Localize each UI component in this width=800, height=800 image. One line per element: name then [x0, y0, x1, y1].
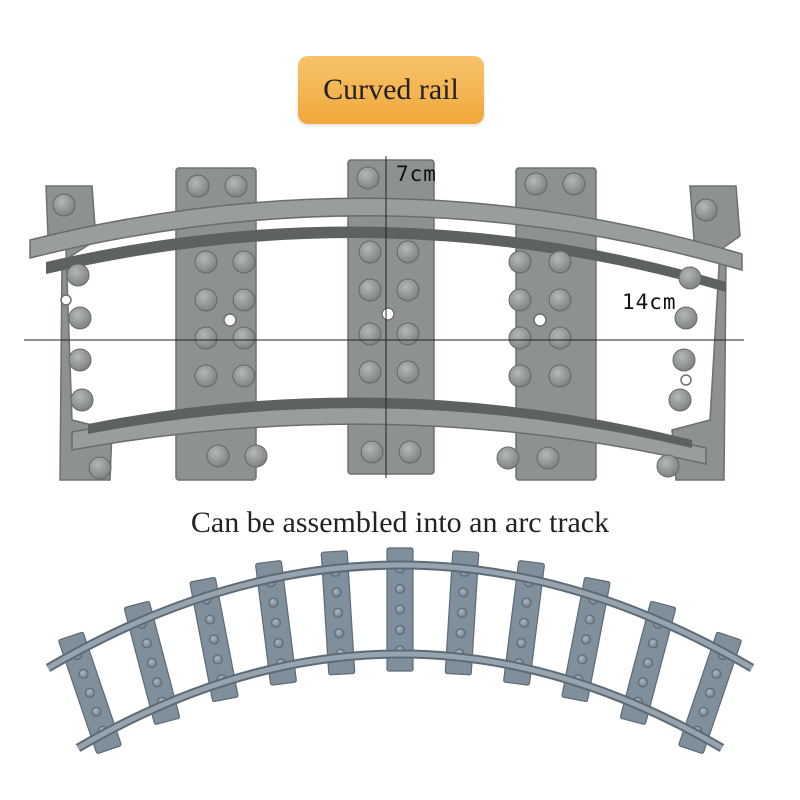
- arc-outer-rail-top: [46, 562, 754, 671]
- arc-track: [45, 547, 755, 754]
- arc-stud: [146, 657, 158, 668]
- dimension-lines: [24, 156, 744, 478]
- rail-pin-holes: [60, 294, 692, 386]
- arc-stud: [455, 628, 466, 639]
- top-rail-shadow: [46, 226, 726, 292]
- arc-stud: [711, 668, 722, 680]
- arc-stud: [273, 637, 284, 649]
- arc-stud: [268, 597, 279, 608]
- bottom-rail-shadow: [88, 397, 692, 448]
- arc-stud: [456, 607, 468, 618]
- height-dimension-label: 7cm: [396, 162, 437, 186]
- top-rail: [29, 197, 743, 271]
- arc-stud: [521, 597, 532, 608]
- arc-stud: [78, 668, 89, 680]
- arc-stud: [84, 687, 96, 698]
- arc-stud: [516, 637, 527, 649]
- arc-stud: [642, 657, 654, 668]
- arc-stud: [332, 607, 344, 618]
- arc-inner-rail-top: [76, 651, 724, 751]
- title-badge: Curved rail: [298, 56, 484, 124]
- arc-stud: [580, 634, 592, 645]
- arc-stud: [205, 614, 216, 625]
- title-text: Curved rail: [323, 73, 459, 106]
- arc-stud: [577, 654, 588, 665]
- arc-stud: [151, 677, 163, 688]
- arc-stud: [394, 583, 406, 595]
- arc-stud: [698, 706, 709, 717]
- width-dimension-label: 14cm: [622, 290, 677, 314]
- arc-stud: [91, 706, 102, 717]
- arc-stud: [584, 614, 595, 625]
- arc-stud: [704, 687, 716, 698]
- arc-stud: [334, 628, 345, 639]
- arc-stud: [637, 677, 649, 688]
- arc-stud: [208, 634, 220, 645]
- arc-stud: [458, 587, 469, 598]
- arc-stud: [331, 587, 342, 598]
- arc-stud: [212, 654, 223, 665]
- caption: Can be assembled into an arc track: [190, 506, 610, 539]
- arc-stud: [394, 624, 406, 636]
- curved-rail-piece: [29, 159, 743, 481]
- arc-sleepers: [58, 547, 742, 754]
- arc-stud: [394, 604, 406, 615]
- arc-stud: [648, 638, 659, 649]
- arc-stud: [270, 617, 282, 628]
- arc-stud: [141, 638, 152, 649]
- arc-stud: [518, 617, 530, 628]
